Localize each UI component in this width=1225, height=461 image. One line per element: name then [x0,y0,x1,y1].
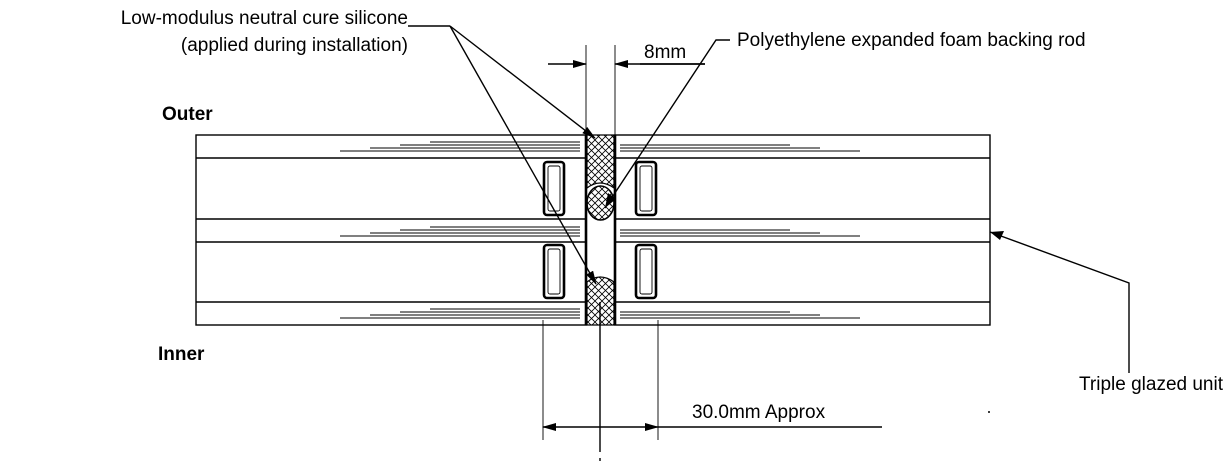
gap-width-label: 8mm [644,42,686,63]
silicone-label-line1: Low-modulus neutral cure silicone [121,8,408,29]
silicone-seal-outer [586,134,615,190]
unit-label: Triple glazed unit [1079,374,1224,395]
backing-rod-label: Polyethylene expanded foam backing rod [737,30,1086,51]
backing-rod-leader [604,39,730,209]
overall-width-label: 30.0mm Approx [692,402,826,423]
outer-label: Outer [162,104,213,125]
right-glass-panel [614,134,991,326]
silicone-leaders [408,25,597,285]
joint-edges [584,135,617,325]
silicone-label-line2: (applied during installation) [181,35,408,56]
unit-leader [989,231,1130,373]
overall-dimension [542,302,882,461]
backing-rod [586,185,615,221]
stray-dot [988,411,990,413]
left-glass-panel [195,134,587,326]
spacer-bars [542,160,658,300]
inner-label: Inner [158,344,205,365]
